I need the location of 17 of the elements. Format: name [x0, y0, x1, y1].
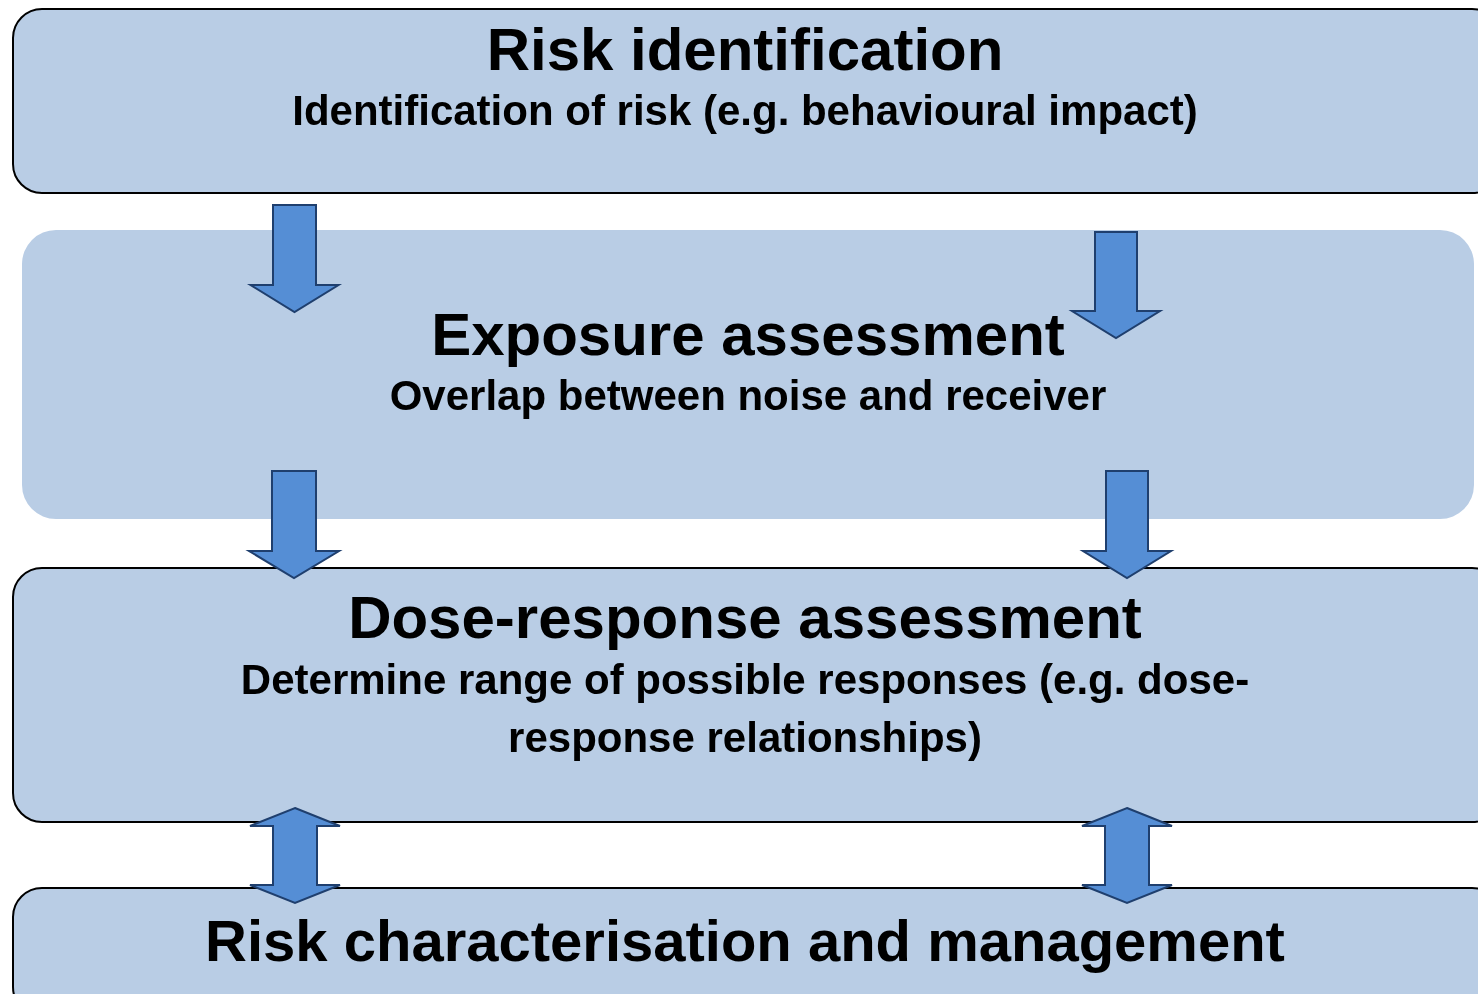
- block-arrow: [245, 470, 343, 580]
- block-arrow: [246, 204, 343, 314]
- box-description: Overlap between noise and receiver: [389, 371, 1107, 421]
- box-description: Identification of risk (e.g. behavioural impact): [292, 86, 1198, 136]
- block-arrow: [249, 806, 341, 905]
- box-heading: Risk identification: [486, 18, 1004, 81]
- box-heading: Risk characterisation and management: [205, 909, 1285, 973]
- block-arrow: [1081, 806, 1173, 905]
- box-heading: Exposure assessment: [431, 300, 1065, 369]
- box-description: Determine range of possible responses (e.g. dose-response relationships): [239, 655, 1251, 763]
- process-box: [12, 887, 1478, 994]
- block-arrow: [1079, 470, 1175, 580]
- block-arrow: [1068, 231, 1164, 340]
- process-box: [12, 8, 1478, 194]
- process-box: [12, 567, 1478, 823]
- box-heading: Dose-response assessment: [348, 585, 1142, 651]
- process-box: [22, 230, 1474, 519]
